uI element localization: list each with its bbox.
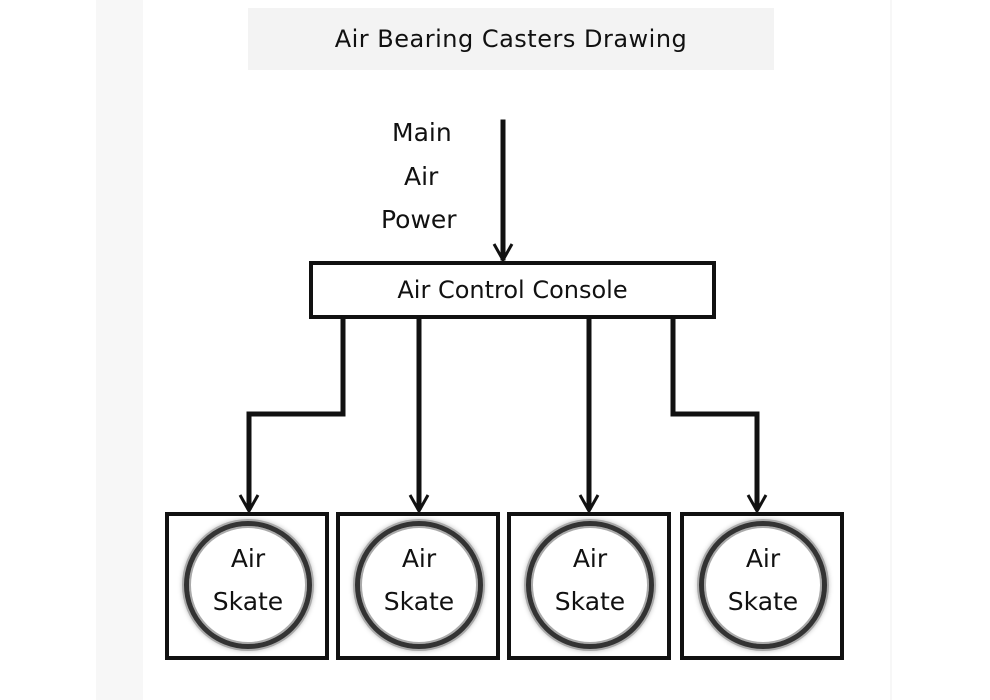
connector-to-skate-4	[670, 319, 760, 510]
background-right-margin	[892, 0, 990, 700]
air-skate-label-line1: Air	[745, 544, 781, 573]
connector-to-skate-1	[246, 319, 346, 510]
air-skate-label-line2: Skate	[727, 587, 799, 616]
air-skate-label-line2: Skate	[554, 587, 626, 616]
main-air-arrow-head	[492, 243, 514, 264]
air-skate-box-3: Air Skate	[507, 512, 671, 660]
connector-arrowhead-3	[578, 494, 600, 515]
air-skate-circle-2: Air Skate	[355, 521, 483, 649]
air-skate-box-1: Air Skate	[165, 512, 329, 660]
air-skate-circle-4: Air Skate	[699, 521, 827, 649]
background-left-margin	[0, 0, 96, 700]
air-control-console-box: Air Control Console	[309, 261, 716, 319]
title-band: Air Bearing Casters Drawing	[248, 8, 774, 70]
air-skate-circle-3: Air Skate	[526, 521, 654, 649]
air-skate-box-2: Air Skate	[336, 512, 500, 660]
connector-arrowhead-2	[408, 494, 430, 515]
connector-arrowhead-4	[746, 494, 768, 515]
connector-arrowhead-1	[238, 494, 260, 515]
console-label: Air Control Console	[397, 276, 628, 304]
air-skate-label-line1: Air	[572, 544, 608, 573]
diagram-title: Air Bearing Casters Drawing	[334, 25, 688, 53]
inlet-label-main: Main	[392, 118, 452, 147]
air-skate-label-line1: Air	[230, 544, 266, 573]
inlet-label-air: Air	[404, 162, 439, 191]
air-skate-circle-1: Air Skate	[184, 521, 312, 649]
air-skate-label-line2: Skate	[212, 587, 284, 616]
inlet-label-power: Power	[381, 205, 457, 234]
air-skate-label-line2: Skate	[383, 587, 455, 616]
air-skate-label-line1: Air	[401, 544, 437, 573]
air-skate-box-4: Air Skate	[680, 512, 844, 660]
